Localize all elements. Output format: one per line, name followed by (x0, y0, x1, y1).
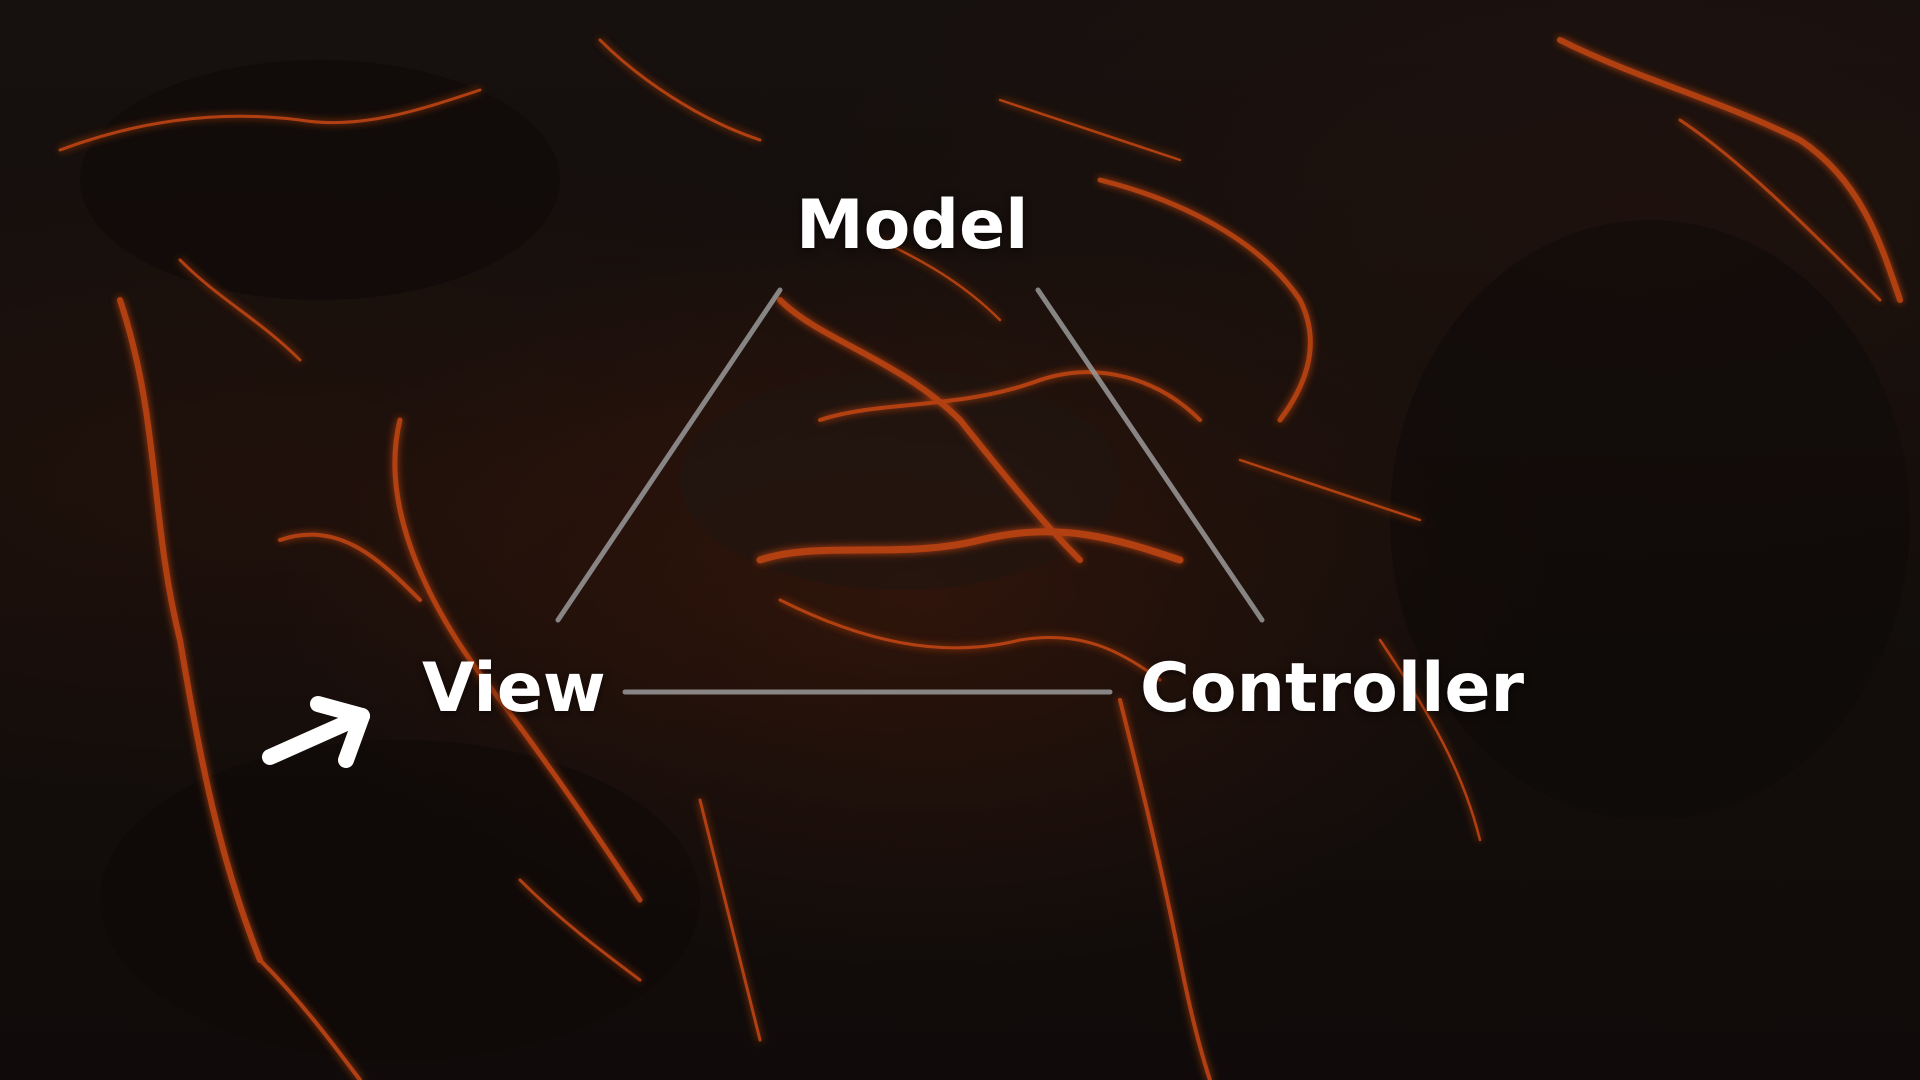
model-label: Model (796, 186, 1029, 265)
controller-label: Controller (1140, 649, 1525, 728)
model-view-connector (555, 287, 783, 623)
view-label: View (422, 649, 606, 728)
model-controller-connector (1035, 287, 1265, 623)
arrow-icon (262, 696, 370, 768)
